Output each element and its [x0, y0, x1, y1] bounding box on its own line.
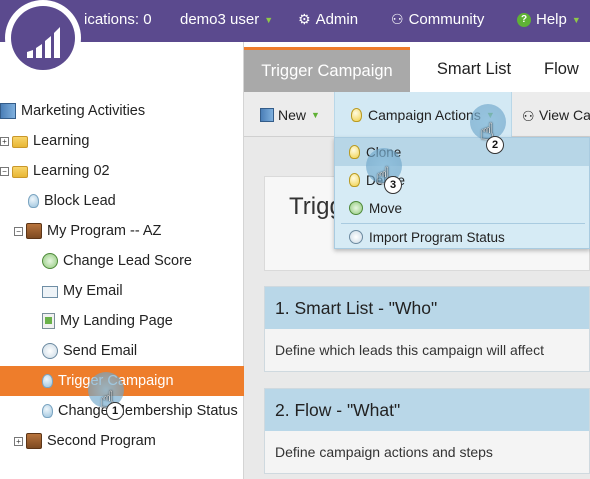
tree-item-change-lead-score[interactable]: Change Lead Score [0, 246, 244, 276]
expand-plus-icon[interactable]: + [0, 136, 9, 146]
tab-bar: Trigger Campaign Smart List Flow [244, 42, 590, 92]
menu-item-move[interactable]: Move [335, 194, 589, 222]
step-badge-3: 3 [384, 176, 402, 194]
view-label: View Cam [539, 106, 590, 123]
people-icon: ⚇ [522, 107, 535, 124]
tree-item-label: Block Lead [44, 193, 116, 209]
section-description: Define campaign actions and steps [265, 431, 589, 473]
folder-icon [12, 166, 28, 178]
move-arrow-icon [349, 201, 363, 215]
notifications-link[interactable]: ications: 0 [84, 11, 152, 28]
program-icon [26, 223, 42, 239]
toolbar: New ▼ Campaign Actions ▼ ⚇ View Cam [244, 92, 590, 137]
lightbulb-icon [28, 194, 39, 208]
tree-item-label: My Program -- AZ [47, 223, 162, 239]
community-link[interactable]: ⚇ Community [391, 11, 484, 28]
landing-page-icon [42, 313, 55, 329]
campaign-actions-label: Campaign Actions [368, 106, 481, 123]
tab-smart-list[interactable]: Smart List [434, 47, 514, 92]
tree-item-label: My Email [63, 283, 123, 299]
program-icon [26, 433, 42, 449]
menu-item-label: Import Program Status [369, 229, 505, 245]
chevron-down-icon: ▼ [311, 109, 320, 120]
new-label: New [278, 106, 307, 123]
email-icon [42, 286, 58, 298]
section-description: Define which leads this campaign will af… [265, 329, 589, 371]
tab-label: Trigger Campaign [261, 61, 393, 80]
expand-plus-icon[interactable]: + [14, 436, 23, 446]
marketo-logo[interactable] [5, 0, 81, 76]
chevron-down-icon: ▼ [264, 14, 274, 25]
bars-logo-icon [27, 27, 60, 58]
tree-item-label: Learning 02 [33, 163, 110, 179]
notifications-label: ications: 0 [84, 11, 152, 28]
lightbulb-icon [351, 107, 362, 122]
user-menu[interactable]: demo3 user ▼ [180, 11, 273, 28]
delete-icon [349, 173, 360, 187]
help-menu[interactable]: ? Help ▼ [517, 11, 581, 28]
smart-list-section[interactable]: 1. Smart List - "Who" Define which leads… [264, 286, 590, 372]
score-change-icon [42, 253, 58, 269]
tab-label: Flow [544, 60, 579, 78]
step-2-highlight [470, 104, 506, 140]
new-icon [260, 107, 274, 122]
tree-item-second-program[interactable]: + Second Program [0, 426, 244, 456]
tree-item-learning-02[interactable]: − Learning 02 [0, 156, 244, 186]
tree-item-block-lead[interactable]: Block Lead [0, 186, 244, 216]
gear-icon: ⚙ [298, 11, 311, 27]
section-title: 2. Flow - "What" [265, 389, 589, 431]
folder-icon [12, 136, 28, 148]
tree-item-label: Learning [33, 133, 90, 149]
clone-icon [349, 145, 360, 159]
menu-item-label: Move [369, 200, 403, 216]
tree-item-marketing-activities[interactable]: Marketing Activities [0, 96, 244, 126]
tree-item-label: My Landing Page [60, 313, 173, 329]
tree-item-my-program[interactable]: − My Program -- AZ [0, 216, 244, 246]
new-button[interactable]: New ▼ [260, 92, 320, 137]
step-badge-2: 2 [486, 136, 504, 154]
tab-trigger-campaign[interactable]: Trigger Campaign [244, 47, 410, 92]
tree-item-learning[interactable]: + Learning [0, 126, 244, 156]
marketing-activities-icon [0, 103, 16, 119]
tree-item-label: Change Lead Score [63, 253, 192, 269]
tree-item-label: Change Membership Status [58, 403, 238, 419]
admin-label: Admin [315, 11, 359, 28]
menu-separator [341, 223, 585, 224]
lightbulb-icon [42, 374, 53, 388]
user-name: demo3 user [180, 11, 260, 28]
clock-icon [42, 343, 58, 359]
tree-item-label: Second Program [47, 433, 156, 449]
step-badge-1: 1 [106, 402, 124, 420]
flow-section[interactable]: 2. Flow - "What" Define campaign actions… [264, 388, 590, 474]
top-nav-bar: ications: 0 demo3 user ▼ ⚙ Admin ⚇ Commu… [0, 0, 590, 42]
people-icon: ⚇ [391, 11, 404, 27]
page-title: Trigg [289, 193, 343, 220]
tree-item-label: Send Email [63, 343, 138, 359]
tree-item-label: Marketing Activities [21, 103, 146, 119]
import-icon [349, 230, 363, 244]
tree-item-my-landing-page[interactable]: My Landing Page [0, 306, 244, 336]
logo-badge [11, 6, 75, 70]
community-label: Community [408, 11, 485, 28]
admin-link[interactable]: ⚙ Admin [298, 11, 358, 28]
lightbulb-icon [42, 404, 53, 418]
help-icon: ? [517, 12, 531, 27]
chevron-down-icon: ▼ [571, 14, 581, 25]
collapse-minus-icon[interactable]: − [14, 226, 23, 236]
tree-item-send-email[interactable]: Send Email [0, 336, 244, 366]
view-campaign-button[interactable]: ⚇ View Cam [522, 92, 590, 137]
tab-flow[interactable]: Flow [544, 47, 590, 92]
tree-item-my-email[interactable]: My Email [0, 276, 244, 306]
collapse-minus-icon[interactable]: − [0, 166, 9, 176]
tab-label: Smart List [436, 60, 512, 78]
help-label: Help [536, 11, 567, 28]
section-title: 1. Smart List - "Who" [265, 287, 589, 329]
menu-item-import-program-status[interactable]: Import Program Status [335, 224, 589, 250]
